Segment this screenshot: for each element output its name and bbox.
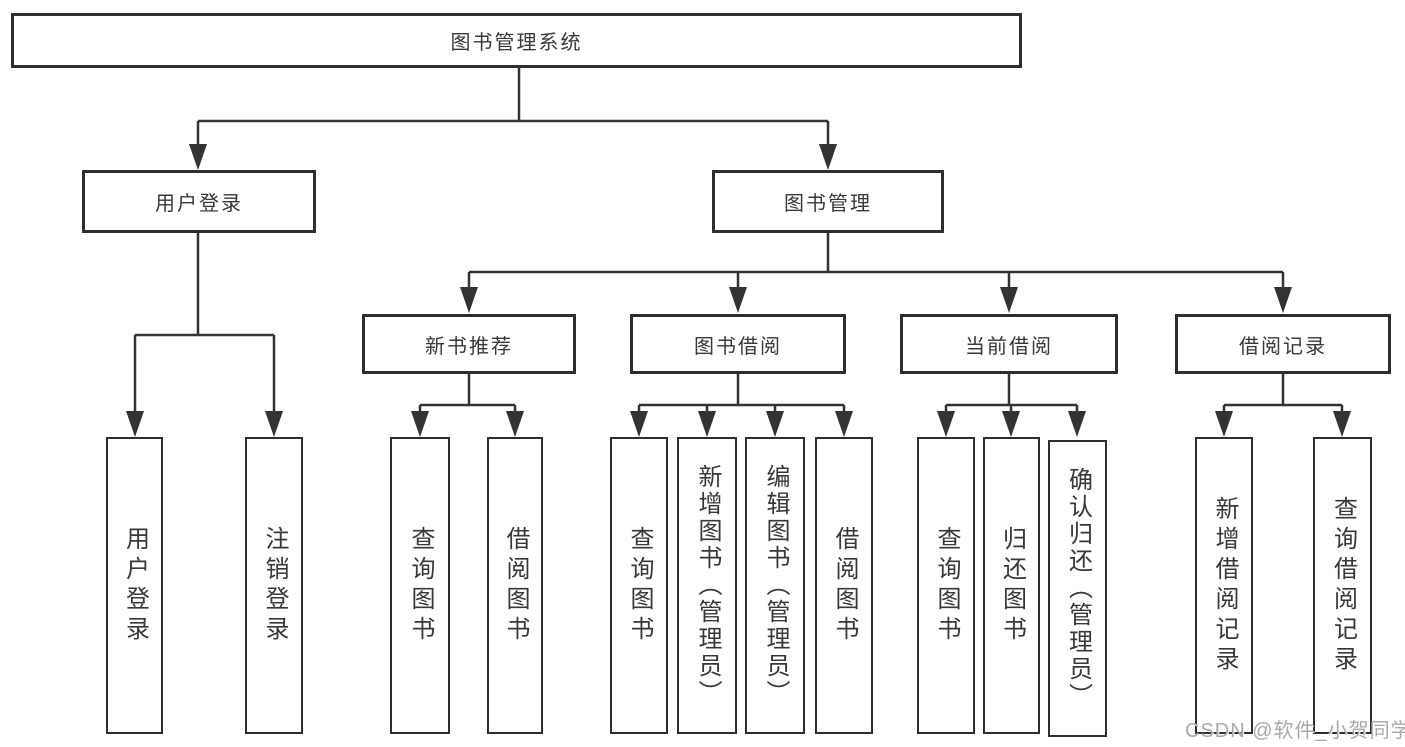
leaf-user-login: 用户登录	[106, 437, 163, 734]
leaf-nb-query-books: 查询图书	[390, 437, 450, 734]
leaf-nb-borrow-books: 借阅图书	[487, 437, 543, 734]
arrowhead-down-icon	[1274, 287, 1292, 313]
arrowhead-down-icon	[1333, 411, 1351, 437]
leaf-logout: 注销登录	[245, 437, 303, 734]
arrowhead-down-icon	[1068, 411, 1086, 437]
node-label: 图书管理系统	[450, 32, 583, 54]
arrowhead-down-icon	[819, 144, 837, 170]
leaf-cb-confirm-return-admin: 确认归还（管理员）	[1048, 440, 1107, 737]
leaf-bb-borrow-books: 借阅图书	[815, 437, 873, 734]
arrowhead-down-icon	[1000, 287, 1018, 313]
arrowhead-down-icon	[630, 411, 648, 437]
node-book-borrowing: 图书借阅	[630, 314, 846, 374]
arrowhead-down-icon	[937, 411, 955, 437]
leaf-bb-query-books: 查询图书	[610, 437, 668, 734]
node-label: 查询图书	[626, 525, 653, 646]
leaf-bb-edit-books-admin: 编辑图书（管理员）	[745, 437, 805, 734]
node-label: 查询图书	[933, 525, 960, 646]
node-label: 归还图书	[998, 525, 1026, 646]
node-label: 查询借阅记录	[1329, 495, 1357, 676]
node-label: 借阅记录	[1239, 335, 1327, 358]
node-label: 用户登录	[155, 193, 243, 215]
watermark: CSDN @软件_小贺同学	[1185, 720, 1405, 742]
arrowhead-down-icon	[460, 287, 478, 313]
arrowhead-down-icon	[835, 411, 853, 437]
arrowhead-down-icon	[1002, 411, 1020, 437]
node-label: 用户登录	[121, 525, 149, 646]
node-book-management: 图书管理	[712, 170, 944, 233]
leaf-cb-query-books: 查询图书	[917, 437, 975, 734]
arrowhead-down-icon	[126, 411, 144, 437]
node-label: 新书推荐	[425, 335, 513, 358]
node-user-login: 用户登录	[82, 170, 316, 233]
arrowhead-down-icon	[265, 411, 283, 437]
arrowhead-down-icon	[698, 411, 716, 437]
node-label: 查询图书	[407, 525, 434, 646]
node-label: 注销登录	[261, 525, 288, 646]
node-label: 新增图书（管理员）	[694, 464, 721, 707]
leaf-bb-add-books-admin: 新增图书（管理员）	[677, 437, 737, 734]
node-label: 借阅图书	[831, 525, 858, 646]
arrowhead-down-icon	[1215, 411, 1233, 437]
arrowhead-down-icon	[766, 411, 784, 437]
node-label: 新增借阅记录	[1211, 495, 1238, 676]
arrowhead-down-icon	[411, 411, 429, 437]
node-new-book-recommend: 新书推荐	[362, 314, 576, 374]
arrowhead-down-icon	[729, 287, 747, 313]
leaf-br-query-record: 查询借阅记录	[1313, 437, 1372, 734]
arrowheads-group	[126, 144, 1351, 437]
leaf-cb-return-books: 归还图书	[983, 437, 1040, 734]
arrowhead-down-icon	[189, 144, 207, 170]
node-label: 借阅图书	[502, 525, 529, 646]
node-label: 当前借阅	[965, 335, 1053, 358]
node-library-system: 图书管理系统	[11, 13, 1022, 68]
node-label: 图书管理	[784, 193, 872, 215]
connector-path	[133, 68, 1344, 415]
node-label: 确认归还（管理员）	[1064, 467, 1092, 710]
node-label: 图书借阅	[694, 335, 782, 358]
arrowhead-down-icon	[506, 411, 524, 437]
leaf-br-add-record: 新增借阅记录	[1195, 437, 1253, 734]
node-borrow-records: 借阅记录	[1175, 314, 1391, 374]
node-current-borrowing: 当前借阅	[900, 314, 1118, 374]
node-label: 编辑图书（管理员）	[762, 464, 789, 707]
